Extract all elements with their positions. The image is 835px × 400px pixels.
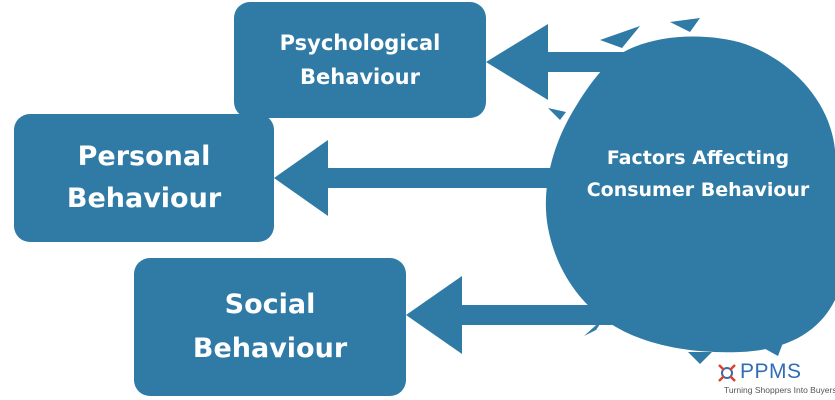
logo-mark-icon xyxy=(718,364,736,382)
central-factors-label: Factors Affecting Consumer Behaviour xyxy=(566,142,830,206)
logo-tagline: Turning Shoppers Into Buyers xyxy=(724,385,835,395)
arrow-to-personal xyxy=(274,140,575,216)
node-personal-line1: Personal xyxy=(77,141,211,172)
logo-name: PPMS xyxy=(740,360,802,383)
node-social-behaviour: Social Behaviour xyxy=(134,258,406,396)
node-social-line1: Social xyxy=(224,289,316,320)
node-personal-line2: Behaviour xyxy=(66,183,222,214)
node-social-line2: Behaviour xyxy=(192,333,348,364)
node-psychological-line2: Behaviour xyxy=(300,65,420,89)
node-psychological-line1: Psychological xyxy=(279,31,441,55)
arrow-to-social xyxy=(406,276,630,354)
center-line2: Consumer Behaviour xyxy=(586,179,810,201)
node-personal-behaviour: Personal Behaviour xyxy=(14,114,274,242)
node-psychological-behaviour: Psychological Behaviour xyxy=(234,2,486,118)
ppms-logo: PPMS Turning Shoppers Into Buyers xyxy=(710,360,835,400)
central-circle xyxy=(545,36,835,353)
center-line1: Factors Affecting xyxy=(606,147,790,169)
circle-edge-texture xyxy=(535,18,784,364)
